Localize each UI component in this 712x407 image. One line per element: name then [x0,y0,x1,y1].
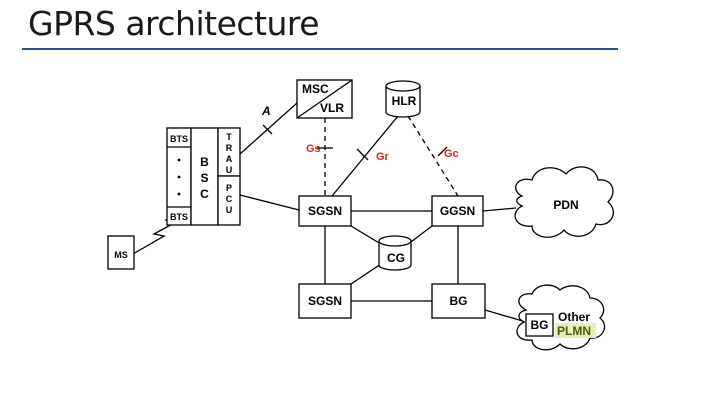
ggsn-box [431,195,484,227]
cg-database-icon [378,235,412,271]
page-title: GPRS architecture [28,4,320,43]
bts-dots [177,158,181,196]
cg-label: CG [387,251,405,265]
hlr-label: HLR [392,94,417,108]
ms-label: MS [114,250,128,260]
tick-gc [437,146,448,157]
interface-a-label: A [261,104,271,118]
pdn-cloud [514,166,614,238]
ms-box [107,235,135,270]
bss-group [166,127,241,226]
pdn-label: PDN [553,198,578,212]
bts-bottom-label: BTS [170,212,188,222]
bg-other-label: BG [531,318,549,332]
bts-top-label: BTS [170,134,188,144]
hlr-database-icon [385,80,421,118]
link-trau-msc [239,102,298,155]
link-ggsn-pdn [482,207,517,212]
link-pcu-sgsn [239,194,300,211]
msc-label: MSC [302,82,329,96]
plmn-label: PLMN [557,324,591,338]
bg-label: BG [450,294,468,308]
title-divider [22,48,618,50]
sgsn-bottom-box [298,283,352,319]
bsc-box [190,127,219,226]
pcu-box [217,175,241,226]
bg-box [431,283,486,319]
link-hlr-ggsn-dashed [407,115,459,197]
interface-gc-label: Gc [444,148,459,160]
sgsn-top-label: SGSN [308,204,342,218]
bg-other-box [525,313,554,337]
sgsn-top-box [298,195,352,227]
sgsn-bottom-label: SGSN [308,294,342,308]
plmn-highlight [555,323,596,338]
tick-a [262,124,273,135]
vlr-label: VLR [320,101,344,115]
other-label: Other [558,310,590,324]
interface-gs-label: Gs [306,143,321,155]
tick-gr [356,148,369,161]
link-hlr-sgsn [331,115,399,197]
ggsn-label: GGSN [440,204,475,218]
interface-gr-label: Gr [376,151,390,163]
link-bg-bg [484,309,527,323]
